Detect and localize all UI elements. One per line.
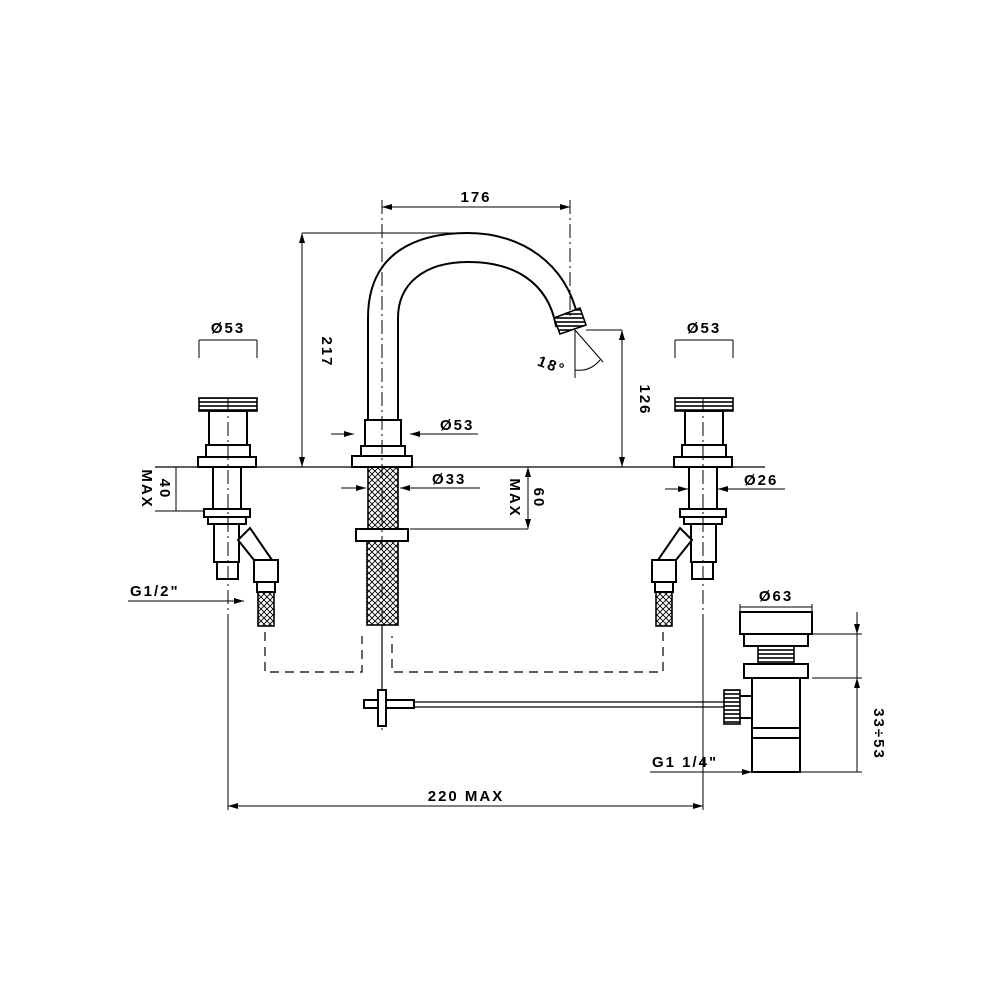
dim-spread-label: 220 MAX: [428, 788, 505, 805]
dim-right-handle-label: Ø53: [687, 320, 721, 337]
left-hose-hidden: [264, 632, 363, 673]
dim-left-handle-label: Ø53: [211, 320, 245, 337]
dim-deck-left-label: 40: [156, 479, 173, 500]
dim-drain-diameter-label: Ø63: [759, 588, 793, 605]
dim-spout-height-label: 126: [636, 384, 653, 415]
dim-valve-shank-label: Ø26: [744, 472, 778, 489]
dim-spout-height: 126: [586, 329, 653, 467]
dim-valve-shank: Ø26: [665, 472, 785, 492]
dim-deck-left-max-word: MAX: [138, 469, 155, 508]
dim-drain-height-label: 33÷53: [870, 708, 887, 760]
dim-inlet-thread: G1/2": [128, 583, 244, 604]
dim-total-height-label: 217: [318, 336, 335, 367]
dim-drain-diameter: Ø63: [739, 588, 813, 612]
dim-left-handle: Ø53: [198, 320, 258, 358]
dim-drain-height: 33÷53: [800, 612, 887, 773]
dim-drain-thread: G1 1/4": [650, 754, 752, 775]
dim-spread: 220 MAX: [227, 620, 704, 810]
dim-spout-shank-label: Ø33: [432, 471, 466, 488]
dim-deck-left: MAX 40: [138, 466, 205, 512]
dim-deck-center: MAX 60: [410, 467, 547, 530]
dim-drain-thread-label: G1 1/4": [652, 754, 718, 771]
right-hose-hidden: [391, 632, 664, 673]
dim-deck-center-max-word: MAX: [506, 478, 523, 517]
drain: [723, 611, 813, 773]
dim-deck-center-label: 60: [530, 488, 547, 509]
dim-total-height: 217: [299, 232, 470, 467]
dim-reach: 176: [382, 189, 570, 210]
right-valve: [651, 397, 734, 627]
dim-spout-shank: Ø33: [341, 471, 480, 491]
dim-reach-label: 176: [460, 189, 491, 206]
dim-spout-base-label: Ø53: [440, 417, 474, 434]
dim-right-handle: Ø53: [674, 320, 734, 358]
dim-spout-angle-label: 18°: [535, 353, 568, 379]
spout: [351, 200, 588, 730]
dim-inlet-thread-label: G1/2": [130, 583, 180, 600]
left-valve: [197, 397, 279, 627]
dim-spout-base: Ø53: [331, 417, 478, 437]
dim-spout-angle: 18°: [535, 329, 604, 379]
popup-rod: [363, 689, 724, 727]
